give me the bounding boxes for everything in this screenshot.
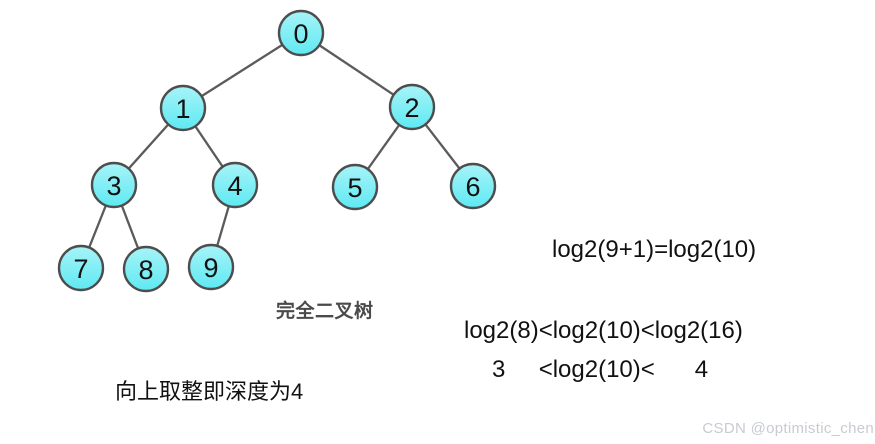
watermark: CSDN @optimistic_chen <box>702 420 874 437</box>
equation-log-sum: log2(9+1)=log2(10) <box>552 236 757 263</box>
tree-node-4: 4 <box>211 161 259 209</box>
tree-edge-0-1 <box>182 32 302 109</box>
tree-node-8: 8 <box>122 245 170 293</box>
node-label: 0 <box>293 19 308 49</box>
tree-node-3: 3 <box>90 161 138 209</box>
node-circle <box>449 162 497 210</box>
node-circle <box>90 161 138 209</box>
tree-node-2: 2 <box>388 83 436 131</box>
equation-log-result: 3 <log2(10)< 4 <box>492 356 709 383</box>
node-label: 1 <box>175 94 190 124</box>
node-label: 8 <box>138 255 153 285</box>
tree-node-6: 6 <box>449 162 497 210</box>
tree-node-9: 9 <box>187 243 235 291</box>
equation-log-bounds: log2(8)<log2(10)<log2(16) <box>464 317 743 344</box>
node-label: 2 <box>404 93 419 123</box>
node-label: 6 <box>465 172 480 202</box>
node-circle <box>211 161 259 209</box>
node-circle <box>122 245 170 293</box>
node-label: 5 <box>347 173 362 203</box>
tree-edges <box>79 32 474 270</box>
node-circle <box>331 163 379 211</box>
node-circle <box>57 244 105 292</box>
node-label: 9 <box>203 253 218 283</box>
node-circle <box>187 243 235 291</box>
tree-caption: 完全二叉树 <box>276 301 374 322</box>
tree-node-0: 0 <box>277 9 325 57</box>
node-circle <box>277 9 325 57</box>
tree-node-1: 1 <box>159 84 207 132</box>
node-label: 3 <box>106 171 121 201</box>
tree-node-5: 5 <box>331 163 379 211</box>
node-label: 7 <box>73 254 88 284</box>
binary-tree-diagram: 0 1 2 3 4 5 6 7 8 9 <box>57 9 497 293</box>
tree-node-7: 7 <box>57 244 105 292</box>
node-circle <box>159 84 207 132</box>
node-circle <box>388 83 436 131</box>
node-label: 4 <box>227 171 242 201</box>
depth-note: 向上取整即深度为4 <box>115 379 304 404</box>
